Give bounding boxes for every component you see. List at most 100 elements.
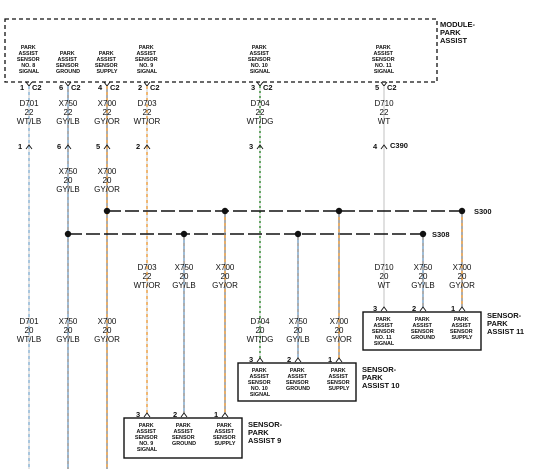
sensor10-name: SENSOR- PARK ASSIST 10 [362,365,400,390]
module-pin-label-1: PARK ASSIST SENSOR NO. 8 SIGNAL [17,45,41,75]
sensor11-pin-number: 3 [373,304,377,313]
splice-dot [419,230,427,238]
sensor11-pin-number: 1 [451,304,455,313]
c390-label: C390 [390,141,408,150]
module-pin-number-6: 6 [59,83,63,92]
svg-text:2: 2 [412,304,416,313]
c390-pin-number: 2 [136,142,140,151]
sensor11-pin-label: PARK ASSIST SENSOR GROUND [411,317,435,341]
splice-dot [458,207,466,215]
module-pin-number-3: 3 [251,83,255,92]
svg-text:2: 2 [287,355,291,364]
module-park-assist: MODULE- PARK ASSIST PARK ASSIST SENSOR N… [4,18,475,92]
sensor11-pin-label: PARK ASSIST SENSOR NO. 11 SIGNAL [372,317,396,347]
sensor10-box [237,362,357,402]
sensor9-pin-number: 3 [136,410,140,419]
splice-label-s300: S300 [474,207,492,216]
sensor10-pin-number: 2 [287,355,291,364]
c390-pin-number: 4 [373,142,378,151]
splice-dot [294,230,302,238]
module-connector-chevrons [25,81,388,87]
sensor9-pin-number: 1 [214,410,218,419]
sensor10-pin-number: 1 [328,355,332,364]
inline-connector-c390: 1 6 5 2 3 4 C390 [18,141,408,151]
sensor9-pin-label: PARK ASSIST SENSOR NO. 9 SIGNAL [135,423,159,453]
splice-dot [335,207,343,215]
module-box [4,18,438,83]
svg-text:C2: C2 [71,83,81,92]
splices: S300 S308 [64,207,492,239]
svg-text:1: 1 [18,142,22,151]
splice-dot [103,207,111,215]
splice-dot [180,230,188,238]
svg-text:C2: C2 [110,83,120,92]
splice-label-s308: S308 [432,230,450,239]
module-title-2: PARK [440,28,461,37]
sensor-park-assist-9: 3 2 1 PARK ASSIST SENSOR NO. 9 SIGNAL PA… [123,410,284,459]
module-connector-c2: C2 [387,83,397,92]
sensor-park-assist-11: 3 2 1 PARK ASSIST SENSOR NO. 11 SIGNAL P… [362,304,524,351]
svg-text:6: 6 [57,142,61,151]
sensor10-pin-label: PARK ASSIST SENSOR GROUND [286,368,310,392]
sensor9-pin-number: 2 [173,410,177,419]
module-pin-label-4: PARK ASSIST SENSOR SUPPLY [95,51,119,75]
sensor10-pin-label: PARK ASSIST SENSOR NO. 10 SIGNAL [248,368,272,398]
module-title-3: ASSIST [440,36,468,45]
module-connector-pins: 1 C2 6 C2 4 C2 2 C2 3 C2 5 C2 [20,83,397,92]
module-pin-label-5: PARK ASSIST SENSOR NO. 11 SIGNAL [372,45,396,75]
module-pin-number-5: 5 [375,83,379,92]
svg-text:4: 4 [98,83,103,92]
svg-text:S300: S300 [474,207,492,216]
svg-text:C2: C2 [150,83,160,92]
svg-text:C2: C2 [387,83,397,92]
c390-pin-number: 3 [249,142,253,151]
svg-text:1: 1 [20,83,24,92]
svg-text:C2: C2 [32,83,42,92]
module-pin-number-4: 4 [98,83,103,92]
module-pin-number-1: 1 [20,83,24,92]
svg-text:4: 4 [373,142,378,151]
svg-text:ASSIST: ASSIST [440,36,468,45]
sensor9-name: SENSOR- PARK ASSIST 9 [248,420,284,445]
sensor-park-assist-10: 3 2 1 PARK ASSIST SENSOR NO. 10 SIGNAL P… [237,355,400,402]
splice-dot [64,230,72,238]
svg-text:5: 5 [375,83,379,92]
svg-text:3: 3 [373,304,377,313]
c390-pin-number: 1 [18,142,22,151]
sensor11-pin-number: 2 [412,304,416,313]
module-connector-c2: C2 [110,83,120,92]
c390-pin-number: 6 [57,142,61,151]
module-pin-label-6: PARK ASSIST SENSOR GROUND [56,51,80,75]
sensor9-pin-label: PARK ASSIST SENSOR GROUND [172,423,196,447]
sensor9-pin-label: PARK ASSIST SENSOR SUPPLY [213,423,237,447]
svg-text:C390: C390 [390,141,408,150]
svg-text:2: 2 [173,410,177,419]
sensor11-name: SENSOR- PARK ASSIST 11 [487,311,524,336]
module-connector-c2: C2 [263,83,273,92]
sensor9-box [123,417,243,459]
svg-text:PARK: PARK [440,28,461,37]
sensor11-box [362,311,482,351]
module-connector-c2: C2 [71,83,81,92]
